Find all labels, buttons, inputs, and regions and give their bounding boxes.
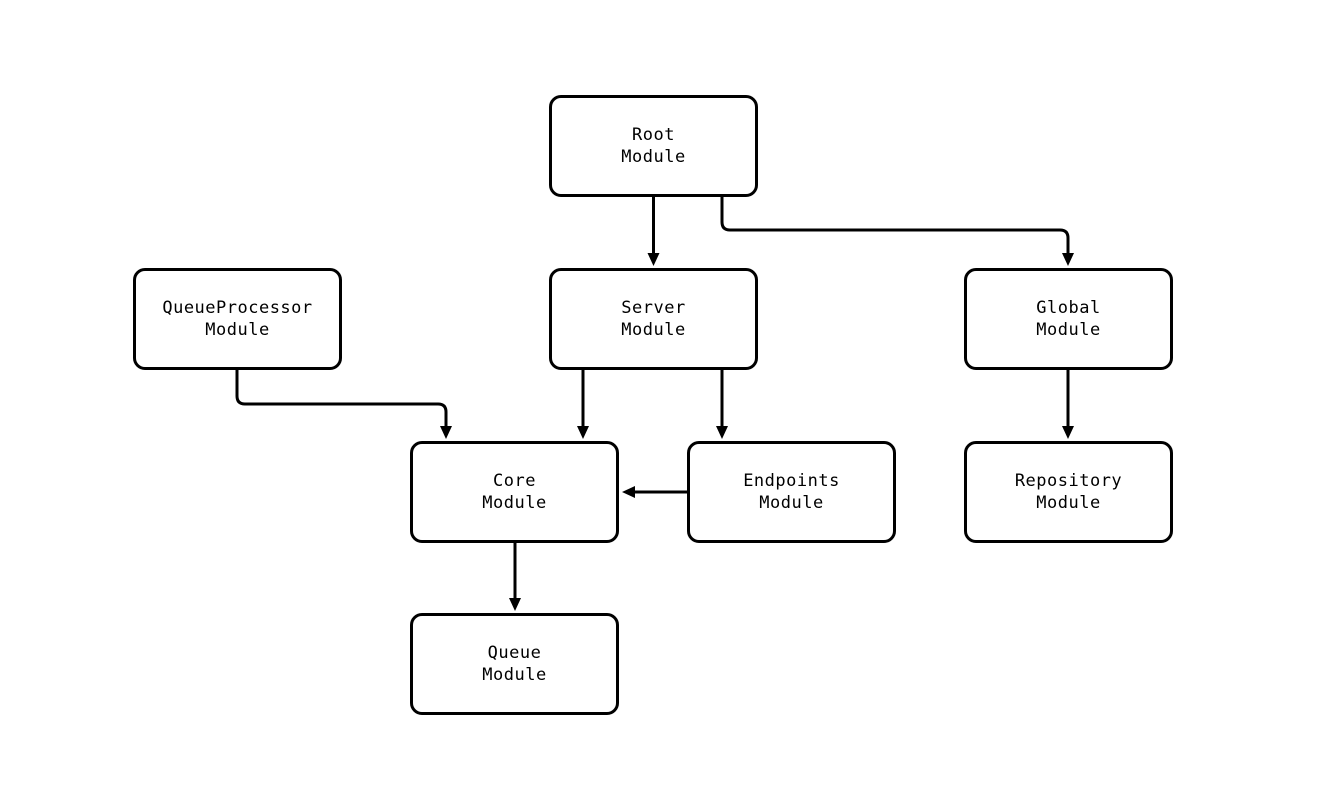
edge-queueprocessor-to-core: [235, 370, 452, 439]
edge-root-to-global: [720, 197, 1074, 266]
node-queue-module[interactable]: Queue Module: [410, 613, 619, 715]
node-label-line2: Module: [621, 320, 686, 340]
node-label-line2: Module: [482, 493, 547, 513]
node-label-line1: Server: [621, 298, 686, 318]
node-global-module[interactable]: Global Module: [964, 268, 1173, 370]
node-label-line1: Repository: [1014, 471, 1123, 491]
node-label-line2: Module: [621, 147, 686, 167]
node-repository-module[interactable]: Repository Module: [964, 441, 1173, 543]
node-label-line1: Core: [493, 471, 536, 491]
node-label-line1: Global: [1036, 298, 1101, 318]
node-label-line2: Module: [759, 493, 824, 513]
node-label-line2: Module: [482, 665, 547, 685]
node-label-line2: Module: [1036, 493, 1101, 513]
node-label-line2: Module: [1036, 320, 1101, 340]
node-queueprocessor-module[interactable]: QueueProcessor Module: [133, 268, 342, 370]
node-core-module[interactable]: Core Module: [410, 441, 619, 543]
node-label-line1: Queue: [487, 643, 542, 663]
node-label-line1: Endpoints: [743, 471, 840, 491]
node-server-module[interactable]: Server Module: [549, 268, 758, 370]
node-root-module[interactable]: Root Module: [549, 95, 758, 197]
node-endpoints-module[interactable]: Endpoints Module: [687, 441, 896, 543]
node-label-line1: Root: [632, 125, 675, 145]
node-label-line2: Module: [205, 320, 270, 340]
node-label-line1: QueueProcessor: [162, 298, 313, 318]
